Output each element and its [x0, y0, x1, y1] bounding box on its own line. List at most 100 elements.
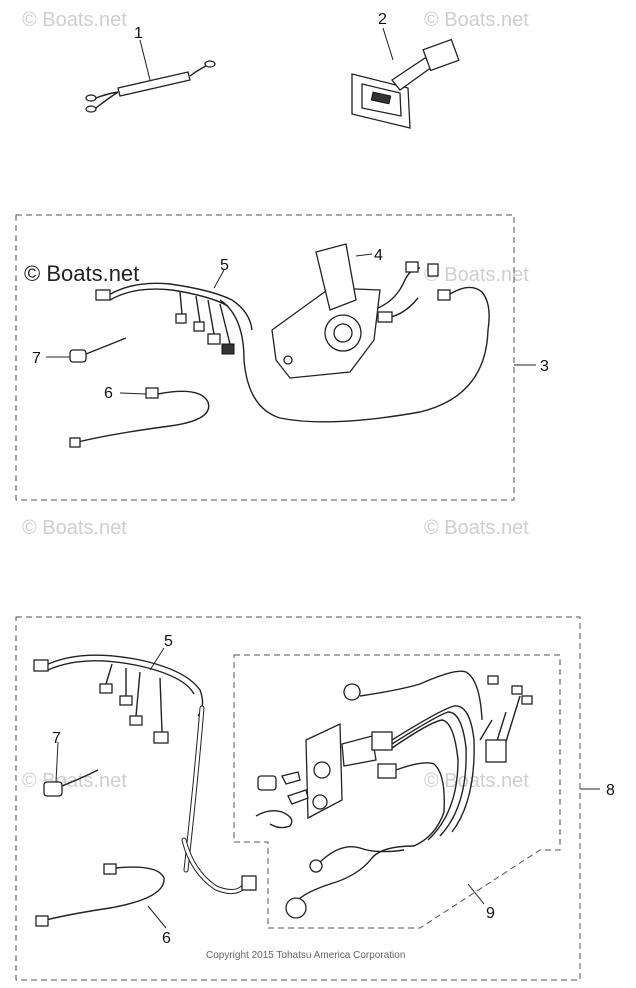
part-9-bundle-2	[391, 711, 467, 837]
watermark-bottom-right: © Boats.net	[424, 770, 529, 792]
part-4-lever	[315, 243, 357, 311]
part-6b-end	[35, 915, 49, 927]
watermark-lower-left: © Boats.net	[22, 517, 127, 539]
part-9-keyfob	[257, 775, 277, 791]
part-9-key-slot	[312, 794, 328, 810]
part-7b-wire	[61, 769, 99, 787]
part-5a-trunk-b	[109, 288, 229, 307]
part-6a-plug	[145, 387, 159, 399]
assembly-8-boundary	[15, 616, 581, 981]
part-9-key-a	[281, 771, 301, 785]
part-6b-wire	[45, 866, 165, 921]
part-2-rocker	[370, 91, 392, 105]
part-6-lower	[35, 863, 167, 929]
part-1-split	[95, 91, 119, 109]
part-4-remote-control	[219, 243, 490, 423]
part-9-fanout	[479, 695, 521, 749]
watermark-mid-right: © Boats.net	[424, 264, 529, 286]
callout-1: 1	[134, 25, 143, 42]
watermark-group: © Boats.net © Boats.net © Boats.net © Bo…	[22, 9, 529, 792]
part-9-button	[313, 761, 331, 779]
watermark-top-right: © Boats.net	[424, 9, 529, 31]
leader-9	[467, 883, 485, 905]
callout-7-upper: 7	[32, 350, 41, 367]
part-6-upper	[69, 387, 210, 448]
leader-4	[355, 253, 373, 257]
part-5b-plug-2	[119, 695, 133, 706]
part-9-bundle-4	[395, 762, 445, 847]
callout-4: 4	[374, 247, 383, 264]
part-7b-plug	[43, 781, 63, 797]
callout-6-upper: 6	[104, 385, 113, 402]
part-5a-plug-3	[207, 333, 221, 345]
leader-5a	[213, 269, 225, 289]
part-1-body	[117, 71, 191, 97]
part-5a-plug-1	[175, 313, 187, 324]
part-9-body	[341, 735, 377, 767]
part-4-plug-b	[427, 263, 439, 277]
part-9-tail-2	[317, 846, 405, 865]
part-5b-cable-end-core	[182, 838, 246, 893]
part-9-bundle-3	[391, 719, 459, 841]
watermark-lower-right: © Boats.net	[424, 517, 529, 539]
part-2-connector	[422, 38, 460, 72]
callout-6-lower: 6	[162, 930, 171, 947]
part-1-terminal-b	[85, 105, 97, 113]
part-5b-branches	[105, 663, 163, 733]
part-4-plug-c	[437, 289, 451, 301]
part-5b-plug-4	[153, 731, 169, 744]
part-9-pin-b	[511, 685, 523, 695]
leader-6a	[119, 392, 147, 395]
callout-2: 2	[378, 11, 387, 28]
part-9-key-b	[287, 789, 309, 805]
part-5a-plug-end	[95, 289, 111, 301]
part-1-terminal	[204, 60, 216, 68]
callout-9: 9	[486, 905, 495, 922]
part-9-connector-b	[377, 763, 397, 779]
part-9-lanyard	[255, 809, 293, 829]
leader-7b	[55, 741, 59, 783]
part-5-harness-lower	[33, 647, 257, 894]
part-2-switch-panel	[351, 27, 460, 129]
leader-2	[382, 27, 394, 61]
part-5b-cable-plug	[241, 875, 257, 891]
part-6a-wire	[77, 390, 210, 443]
part-9-bundle-1	[391, 705, 475, 833]
part-9-connector-a	[371, 731, 393, 751]
callout-labels: 1 2 3 4 5 6 7 5 7 8 6 9	[32, 11, 615, 947]
part-7-upper	[46, 337, 127, 363]
part-4-hub-inner	[333, 323, 353, 343]
part-5b-trunk	[43, 654, 204, 717]
part-9-buzzer-wire	[359, 670, 483, 721]
part-4-long-cable	[219, 286, 490, 423]
part-9-tail-plug-b	[285, 897, 307, 919]
leader-1	[139, 39, 151, 81]
callout-5-upper: 5	[220, 257, 229, 274]
part-9-buzzer	[343, 683, 361, 701]
part-5b-plug-3	[129, 715, 143, 726]
part-9-pin-a	[487, 675, 499, 685]
callout-5-lower: 5	[164, 633, 173, 650]
part-6b-plug	[103, 863, 117, 875]
part-4-plug-a	[405, 261, 419, 273]
part-7-lower	[43, 741, 99, 797]
part-5a-plug-4	[221, 343, 235, 355]
part-1-lead	[189, 65, 207, 77]
part-5a-trunk	[103, 282, 253, 331]
watermark-top-left: © Boats.net	[22, 9, 127, 31]
assembly-3-boundary	[15, 214, 515, 501]
part-9-pin-c	[521, 695, 533, 705]
assembly-9-boundary	[233, 654, 561, 929]
part-9-tail-plug-a	[309, 859, 323, 873]
part-5b-plug-end	[33, 659, 49, 672]
callout-8: 8	[606, 782, 615, 799]
copyright-text: Copyright 2015 Tohatsu America Corporati…	[206, 950, 405, 961]
part-5b-trunk-b	[47, 660, 195, 695]
leader-6b	[147, 905, 167, 929]
part-5a-branches	[179, 291, 231, 345]
watermark-dark: © Boats.net	[24, 261, 139, 286]
part-7a-wire	[85, 337, 127, 355]
leader-5b	[149, 647, 165, 671]
part-9-key-switch	[255, 670, 533, 919]
